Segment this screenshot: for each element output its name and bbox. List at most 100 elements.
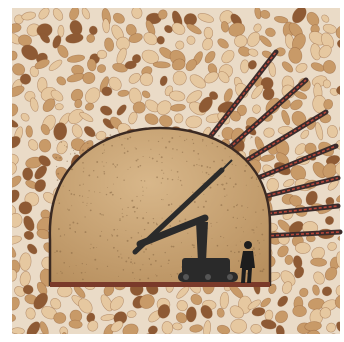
speckle [111,145,113,147]
speckle [58,200,59,201]
speckle [253,252,254,253]
speckle [244,170,246,172]
speckle [112,194,114,196]
speckle [71,252,73,254]
speckle [169,225,171,227]
speckle [76,265,77,266]
speckle [194,201,196,203]
speckle [107,266,108,267]
speckle [168,263,169,264]
gravel-stone [335,337,344,342]
speckle [180,180,181,181]
speckle [127,240,129,242]
speckle [133,206,135,208]
speckle [96,161,98,163]
speckle [137,159,138,160]
speckle [258,186,259,187]
speckle [122,209,123,210]
speckle [254,249,255,250]
speckle [224,163,225,164]
speckle [153,254,155,256]
speckle [253,232,254,233]
speckle [87,151,88,152]
speckle [179,220,181,222]
speckle [209,174,210,175]
gravel-stone [328,333,339,342]
speckle [263,269,265,271]
gravel-stone [55,104,63,110]
gravel-stone [293,337,304,342]
speckle [93,170,94,171]
speckle [123,180,124,181]
speckle [206,145,207,146]
speckle [128,169,129,170]
gravel-stone [340,117,344,128]
speckle [170,274,171,275]
speckle [56,166,57,167]
speckle [104,152,105,153]
gravel-stone [267,337,276,342]
speckle [210,187,212,189]
speckle [82,196,83,197]
tunnel-floor [50,282,270,287]
speckle [234,147,235,148]
speckle [256,179,257,180]
speckle [227,209,229,211]
speckle [253,247,255,249]
speckle [138,232,139,233]
speckle [87,203,88,204]
speckle [86,264,87,265]
speckle [238,251,240,253]
speckle [155,260,157,262]
speckle [179,136,180,137]
speckle [73,150,74,151]
speckle [237,204,238,205]
speckle [158,141,159,142]
speckle [132,263,133,264]
speckle [134,278,135,279]
speckle [172,158,173,159]
speckle [103,166,104,167]
speckle [255,211,256,212]
speckle [181,242,182,243]
speckle [114,165,115,166]
speckle [86,205,87,206]
speckle [115,166,117,168]
speckle [131,237,133,239]
gravel-stone [5,154,19,166]
speckle [131,259,132,260]
speckle [192,244,194,246]
gravel-stone [155,335,166,342]
speckle [193,165,195,167]
speckle [156,161,158,163]
speckle [177,273,179,275]
speckle [149,258,150,259]
speckle [191,256,192,257]
speckle [162,218,163,219]
gravel-stone [102,87,112,96]
speckle [205,201,207,203]
speckle [263,171,265,173]
speckle [74,153,76,155]
speckle [217,184,219,186]
speckle [169,204,170,205]
speckle [243,217,244,218]
speckle [247,207,248,208]
speckle [59,157,61,159]
speckle [156,223,157,224]
speckle [207,166,209,168]
speckle [144,180,145,181]
speckle [161,162,162,163]
speckle [236,205,238,207]
speckle [106,162,107,163]
speckle [172,179,174,181]
speckle [142,264,143,265]
speckle [150,149,151,150]
speckle [186,139,187,140]
speckle [117,164,119,166]
speckle [238,260,239,261]
speckle [83,171,84,172]
speckle [113,229,115,231]
speckle [94,259,96,261]
